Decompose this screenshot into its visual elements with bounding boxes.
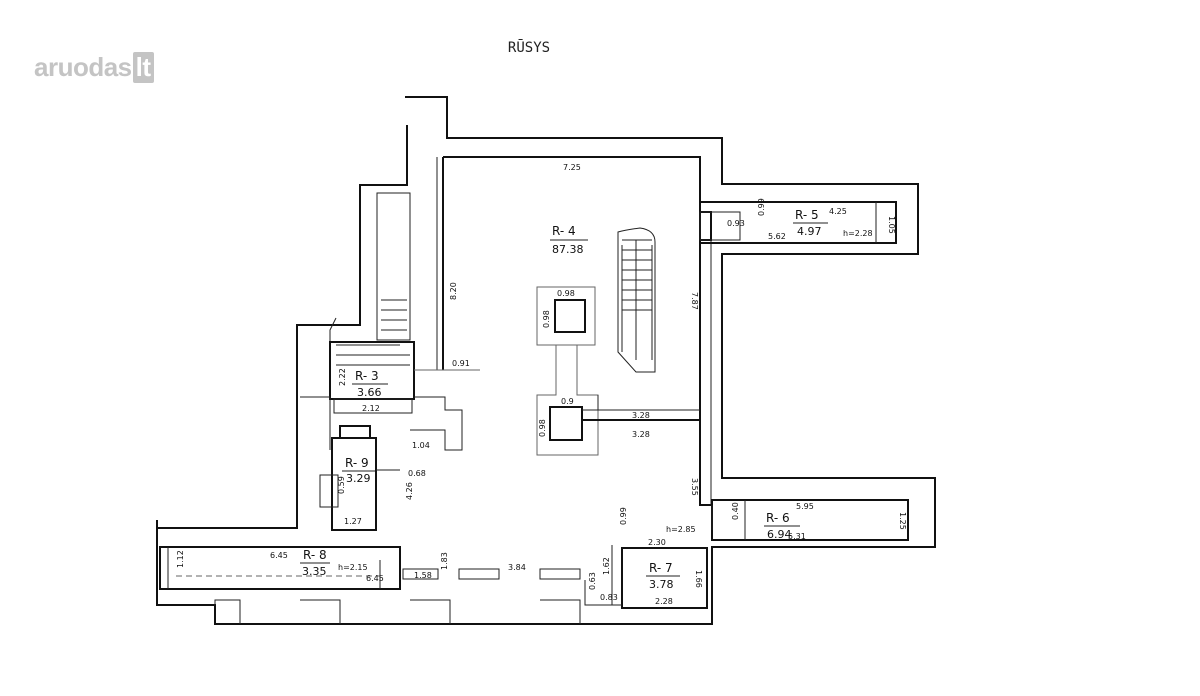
dim-r7-g: 0.99 xyxy=(619,507,628,525)
dim-column-mid-h: 0.98 xyxy=(538,419,547,437)
dim-r3-h: 2.22 xyxy=(338,368,347,386)
dim-r9-d: 1.27 xyxy=(344,517,362,526)
dim-r6-c: 0.40 xyxy=(731,502,740,520)
column-top xyxy=(536,286,599,456)
room-r6-walls xyxy=(711,499,909,541)
bottom-openings xyxy=(214,568,581,624)
dim-r9-a: 1.04 xyxy=(412,441,430,450)
dim-r7-f: 0.63 xyxy=(588,572,597,590)
room-label-r7: R- 7 3.78 xyxy=(646,561,680,591)
room-r3-walls xyxy=(300,341,480,451)
dim-r7-b: 1.66 xyxy=(694,570,703,588)
dim-r5-a: 0.93 xyxy=(727,219,745,228)
room-name: R- 4 xyxy=(552,224,576,238)
dim-r3-w: 2.12 xyxy=(362,404,380,413)
stair-left xyxy=(329,192,411,385)
room-area: 87.38 xyxy=(552,243,584,256)
room-label-r8: 6.45 R- 8 3.35 xyxy=(270,548,330,578)
dim-r7-a: 2.30 xyxy=(648,538,666,547)
dim-bottom-b: 1.83 xyxy=(440,552,449,570)
dim-bottom-a: 1.58 xyxy=(414,571,432,580)
watermark-tld: lt xyxy=(132,52,154,83)
dimension-labels: 7.25 8.20 7.87 3.55 0.98 0.98 0.9 0.98 3… xyxy=(176,163,907,606)
dim-r7-d: 1.62 xyxy=(602,557,611,575)
room-area: 3.78 xyxy=(649,578,674,591)
dim-r8-c: 6.45 xyxy=(366,574,384,583)
dim-r9-c: 0.59 xyxy=(337,476,346,494)
room-r8-walls xyxy=(159,546,401,590)
dim-beam-b: 3.28 xyxy=(632,430,650,439)
dim-r5-d: 4.25 xyxy=(829,207,847,216)
room-name: R- 8 xyxy=(303,548,327,562)
room-area: 6.94 xyxy=(767,528,792,541)
dim-r6-d: 1.25 xyxy=(898,512,907,530)
room-name: R- 7 xyxy=(649,561,673,575)
dim-r9-b: 0.68 xyxy=(408,469,426,478)
dim-r5-h: h=2.28 xyxy=(843,229,873,238)
room-name: R- 6 xyxy=(766,511,790,525)
dim-bottom-c: 3.84 xyxy=(508,563,526,572)
dim-r9-e: 4.26 xyxy=(405,482,414,500)
room-label-r4: R- 4 87.38 xyxy=(550,224,588,256)
dim-r6-h: h=2.85 xyxy=(666,525,696,534)
room-name: R- 3 xyxy=(355,369,379,383)
dim-r7-c: 2.28 xyxy=(655,597,673,606)
dim-r5-b: 0.99 xyxy=(757,198,766,216)
room-name: R- 5 xyxy=(795,208,819,222)
room-label-r6: R- 6 6.94 xyxy=(764,511,800,541)
dim-r5-c: 5.62 xyxy=(768,232,786,241)
dim-r3-door: 0.91 xyxy=(452,359,470,368)
outer-walls xyxy=(156,96,936,625)
watermark-brand: aruodas xyxy=(34,52,132,82)
room-area: 3.35 xyxy=(302,565,327,578)
room-r5-walls xyxy=(699,201,897,244)
dim-beam-a: 3.28 xyxy=(632,411,650,420)
dim-r4-top: 7.25 xyxy=(563,163,581,172)
column-mid xyxy=(549,406,583,441)
room-area: 3.66 xyxy=(357,386,382,399)
dim-r4-left: 8.20 xyxy=(449,282,458,300)
stair-right xyxy=(617,227,656,373)
plan-title: RŪSYS xyxy=(507,40,551,56)
dim-column-top-w: 0.98 xyxy=(557,289,575,298)
room-r4-walls xyxy=(436,156,713,524)
dim-r8-a: 6.45 xyxy=(270,551,288,560)
dim-r4-lower-right: 3.55 xyxy=(690,478,699,496)
room-label-r9: R- 9 3.29 xyxy=(342,456,375,485)
dim-r4-right: 7.87 xyxy=(690,292,699,310)
dim-r7-e: 0.83 xyxy=(600,593,618,602)
room-area: 4.97 xyxy=(797,225,822,238)
room-label-r3: R- 3 3.66 xyxy=(352,369,388,399)
room-r9-walls xyxy=(319,425,400,531)
dim-r6-b: 5.31 xyxy=(788,532,806,541)
dim-r5-e: 1.05 xyxy=(887,216,896,234)
dim-column-mid-w: 0.9 xyxy=(561,397,574,406)
dim-r8-h: h=2.15 xyxy=(338,563,368,572)
room-r7-walls xyxy=(584,545,708,609)
room-label-r5: R- 5 4.97 xyxy=(793,208,828,238)
beam xyxy=(582,395,700,421)
room-name: R- 9 xyxy=(345,456,369,470)
dim-r6-a: 5.95 xyxy=(796,502,814,511)
dim-r8-b: 1.12 xyxy=(176,550,185,568)
room-area: 3.29 xyxy=(346,472,371,485)
dim-column-top-h: 0.98 xyxy=(542,310,551,328)
